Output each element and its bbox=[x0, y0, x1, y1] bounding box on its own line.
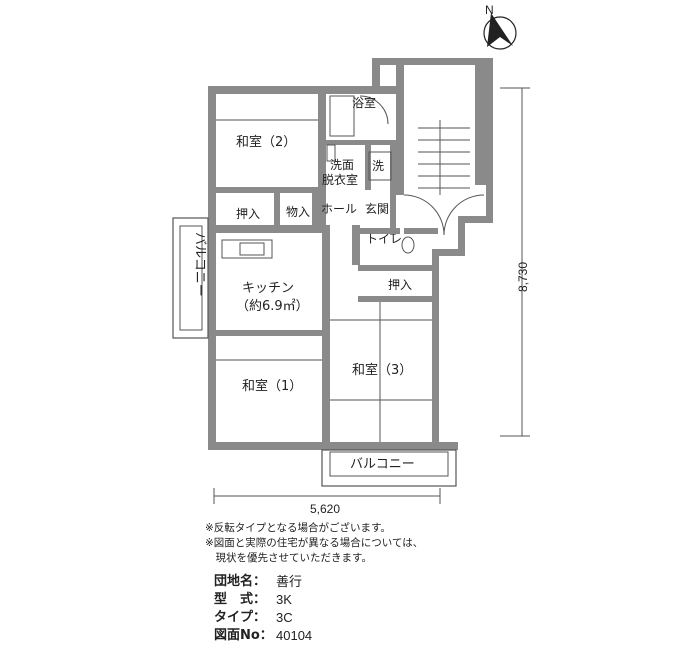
balcony-bottom-label: バルコニー bbox=[350, 457, 415, 472]
info-model-value: 3K bbox=[276, 592, 292, 607]
info-complex: 団地名： 善行 bbox=[214, 573, 312, 591]
info-model-label: 型 式： bbox=[214, 592, 267, 607]
walls bbox=[208, 58, 493, 450]
info-complex-label: 団地名： bbox=[214, 574, 267, 589]
floor-details bbox=[216, 95, 485, 442]
info-type-label: タイプ： bbox=[214, 610, 267, 625]
side-balcony: バルコニー bbox=[172, 217, 209, 339]
note-line: 現状を優先させていただきます。 bbox=[205, 552, 372, 564]
room-datsui-label: 脱衣室 bbox=[322, 172, 358, 187]
depth-dimension: 8,730 bbox=[500, 87, 530, 437]
washer-label: 洗 bbox=[372, 159, 384, 173]
room-washitsu2-label: 和室（2） bbox=[236, 134, 296, 150]
width-dimension-label: 5,620 bbox=[310, 502, 340, 516]
info-type: タイプ： 3C bbox=[214, 609, 312, 627]
note-line: ※図面と実際の住宅が異なる場合については、 bbox=[205, 537, 424, 549]
room-hall-label: ホール bbox=[321, 202, 357, 216]
info-drawing-value: 40104 bbox=[276, 628, 313, 643]
balcony-side-label: バルコニー bbox=[192, 232, 207, 297]
room-bath-label: 浴室 bbox=[352, 95, 376, 110]
info-complex-value: 善行 bbox=[276, 574, 303, 589]
note-line: ※反転タイプとなる場合がございます。 bbox=[205, 522, 391, 534]
info-block: 団地名： 善行 型 式： 3K タイプ： 3C 図面No： 40104 bbox=[214, 573, 312, 645]
width-dimension: 5,620 bbox=[213, 488, 441, 516]
room-kitchen-area: （約6.9㎡） bbox=[236, 299, 309, 314]
compass-icon: N bbox=[483, 3, 517, 50]
compass-label: N bbox=[485, 3, 494, 17]
room-oshiire-right-label: 押入 bbox=[388, 278, 412, 292]
room-washitsu1-label: 和室（1） bbox=[242, 378, 302, 394]
info-type-value: 3C bbox=[276, 610, 293, 625]
room-storage-label: 物入 bbox=[286, 205, 310, 219]
info-drawing: 図面No： 40104 bbox=[214, 627, 312, 645]
info-drawing-label: 図面No： bbox=[214, 628, 273, 643]
notes: ※反転タイプとなる場合がございます。 ※図面と実際の住宅が異なる場合については、… bbox=[205, 521, 423, 566]
room-entrance-label: 玄関 bbox=[365, 201, 389, 216]
bottom-balcony: バルコニー bbox=[321, 449, 457, 487]
room-washitsu3-label: 和室（3） bbox=[352, 362, 412, 378]
room-toilet-label: トイレ bbox=[366, 232, 402, 246]
room-senmen-label: 洗面 bbox=[330, 158, 354, 172]
room-kitchen-label: キッチン bbox=[242, 281, 294, 296]
room-oshiire-left-label: 押入 bbox=[236, 207, 260, 221]
info-model: 型 式： 3K bbox=[214, 591, 312, 609]
depth-dimension-label: 8,730 bbox=[516, 262, 530, 292]
